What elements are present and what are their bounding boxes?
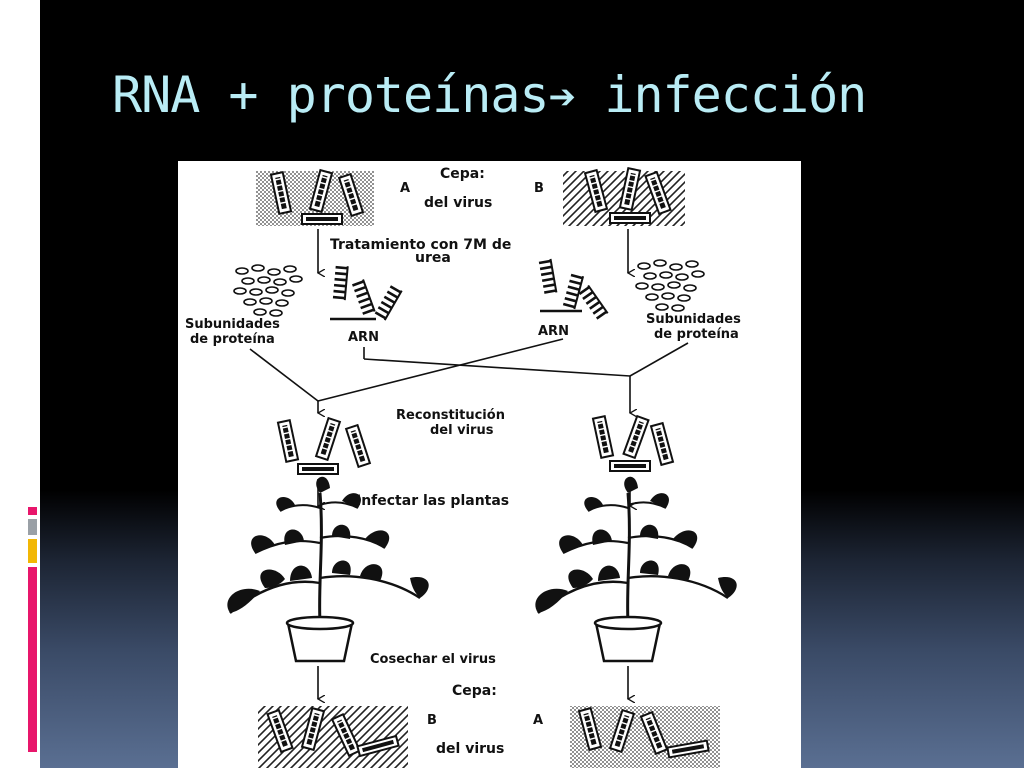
bottom-strain-suffix: del virus: [436, 741, 504, 757]
reconstitution-line-1: Reconstitución: [396, 408, 505, 423]
accent-bar-3: [28, 539, 37, 563]
top-strain-label: Cepa:: [440, 166, 485, 182]
right-protein-label-2: de proteína: [654, 327, 739, 342]
top-strain-b-label: B: [534, 181, 544, 196]
accent-bar-2: [28, 519, 37, 535]
harvest-label: Cosechar el virus: [370, 652, 496, 667]
left-rna-label: ARN: [348, 330, 379, 345]
treatment-line-2: urea: [415, 250, 451, 266]
left-protein-label-1: Subunidades: [185, 317, 280, 332]
title-suffix: infección: [575, 66, 867, 124]
bold-right-arrow-icon: ➔: [548, 69, 577, 123]
bottom-strain-label: Cepa:: [452, 683, 497, 699]
virus-reconstitution-diagram: Cepa: A B del virus Tratamiento con 7M d…: [178, 161, 801, 768]
top-strain-suffix: del virus: [424, 195, 492, 211]
right-rna-illustration: [537, 257, 609, 322]
top-strain-b-illustration: [563, 167, 685, 226]
left-reconstituted-virus: [276, 417, 371, 475]
bottom-strain-a-illustration: [570, 706, 720, 768]
left-rna-illustration: [330, 263, 404, 322]
accent-bar-1: [28, 507, 37, 515]
recombination-lines: [249, 338, 689, 413]
right-reconstituted-virus: [591, 415, 674, 472]
title-text: RNA + proteínas: [112, 66, 550, 124]
bottom-strain-b-label: B: [427, 713, 437, 728]
right-plant-illustration: [533, 475, 739, 663]
infect-plants-label: Infectar las plantas: [356, 493, 509, 509]
bottom-strain-a-label: A: [533, 713, 543, 728]
right-protein-label-1: Subunidades: [646, 312, 741, 327]
reconstitution-line-2: del virus: [430, 423, 494, 438]
accent-bar-4: [28, 567, 37, 752]
left-protein-label-2: de proteína: [190, 332, 275, 347]
right-rna-label: ARN: [538, 324, 569, 339]
top-strain-a-label: A: [400, 181, 410, 196]
slide-title: RNA + proteínas➔ infección: [112, 66, 867, 124]
top-strain-a-illustration: [256, 169, 374, 226]
right-protein-subunits-illustration: [635, 259, 705, 312]
bottom-strain-b-illustration: [258, 706, 408, 768]
treatment-line-1: Tratamiento con 7M de: [330, 237, 511, 253]
left-protein-subunits-illustration: [233, 264, 303, 317]
